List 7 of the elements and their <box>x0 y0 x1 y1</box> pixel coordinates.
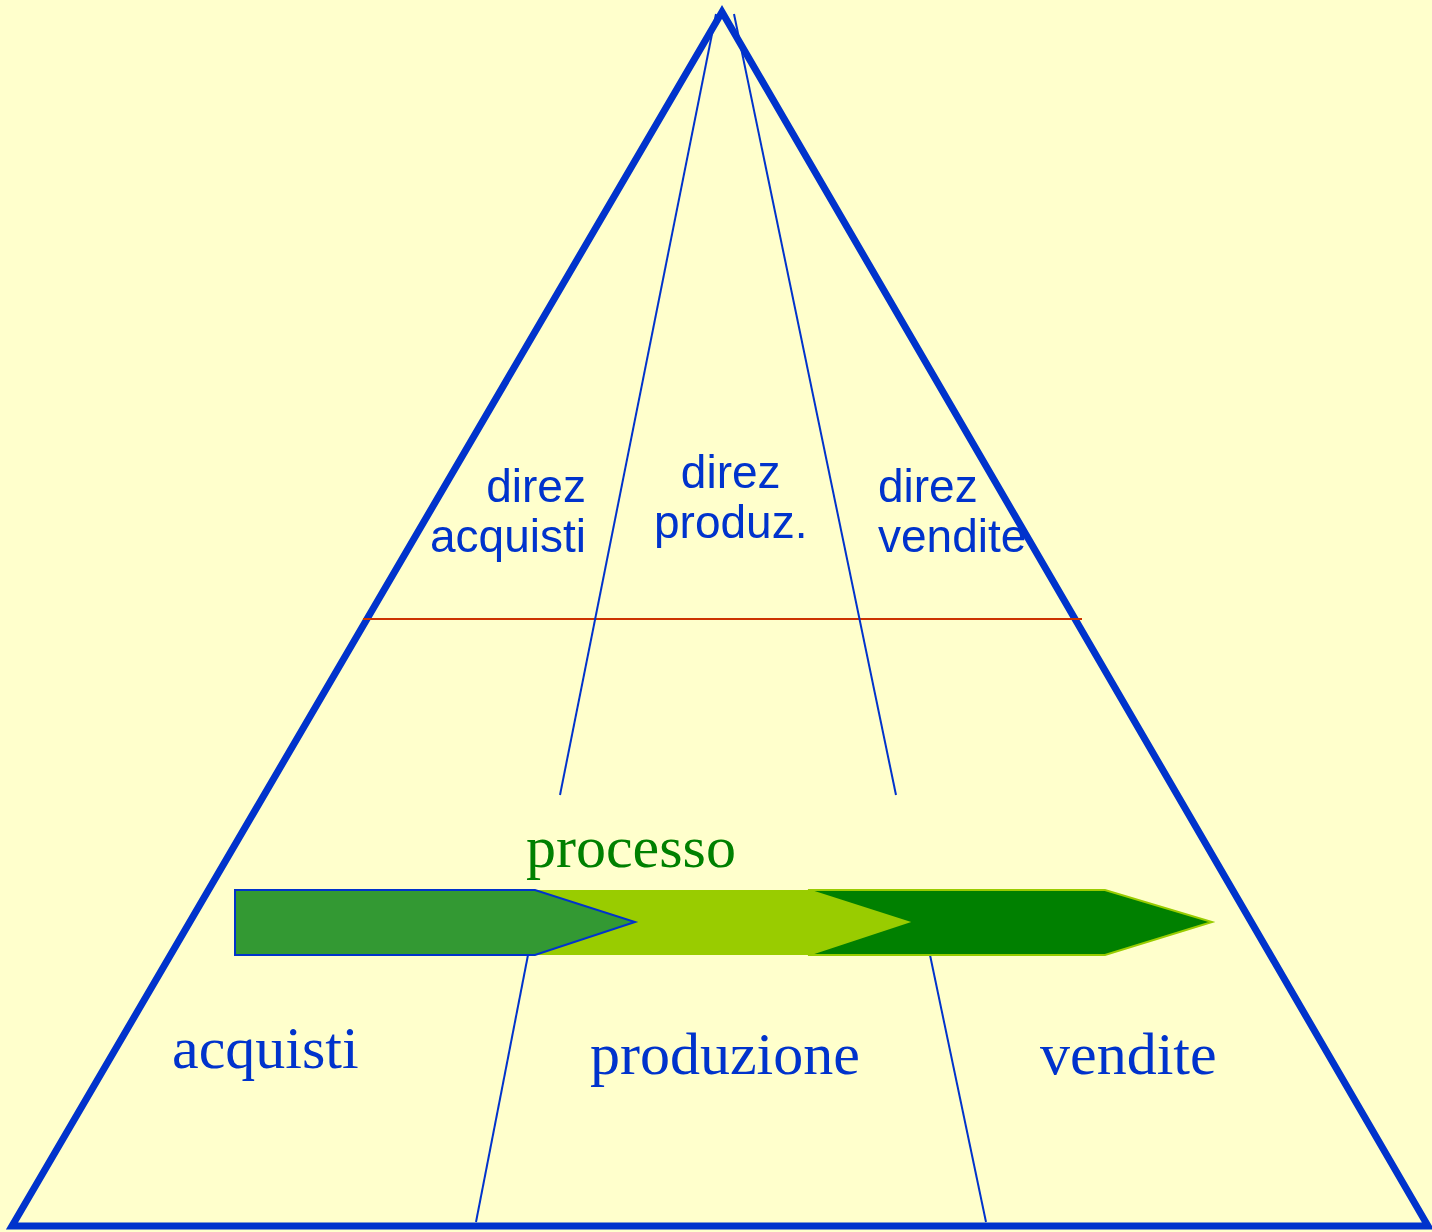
department-label: direz acquisti <box>430 462 586 562</box>
function-label: produzione <box>590 1022 860 1087</box>
process-label: processo <box>526 815 736 880</box>
department-label: direz vendite <box>878 462 1027 562</box>
function-label: acquisti <box>172 1016 359 1081</box>
function-label: vendite <box>1040 1022 1217 1087</box>
department-label: direz produz. <box>654 448 808 548</box>
